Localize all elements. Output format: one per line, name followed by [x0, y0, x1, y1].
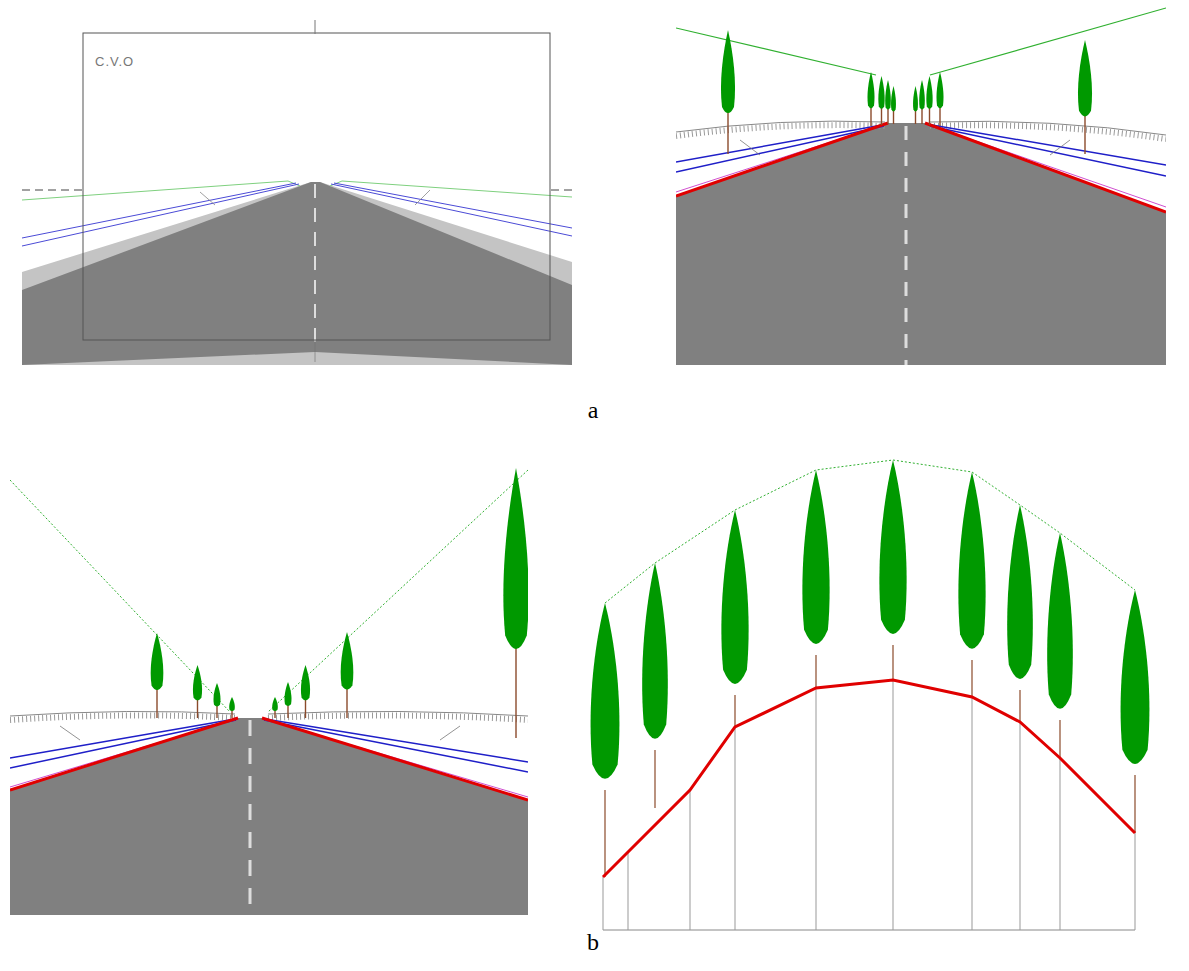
panel-road-view-near: [676, 8, 1166, 365]
panel-road-view-far: [10, 468, 528, 915]
panel-letter: a: [588, 397, 599, 424]
panel-elevation-profile: [591, 460, 1150, 930]
view-cone-label: C.V.O: [95, 54, 134, 69]
panel-letter: b: [587, 929, 599, 956]
panel-view-cone: [22, 20, 572, 365]
